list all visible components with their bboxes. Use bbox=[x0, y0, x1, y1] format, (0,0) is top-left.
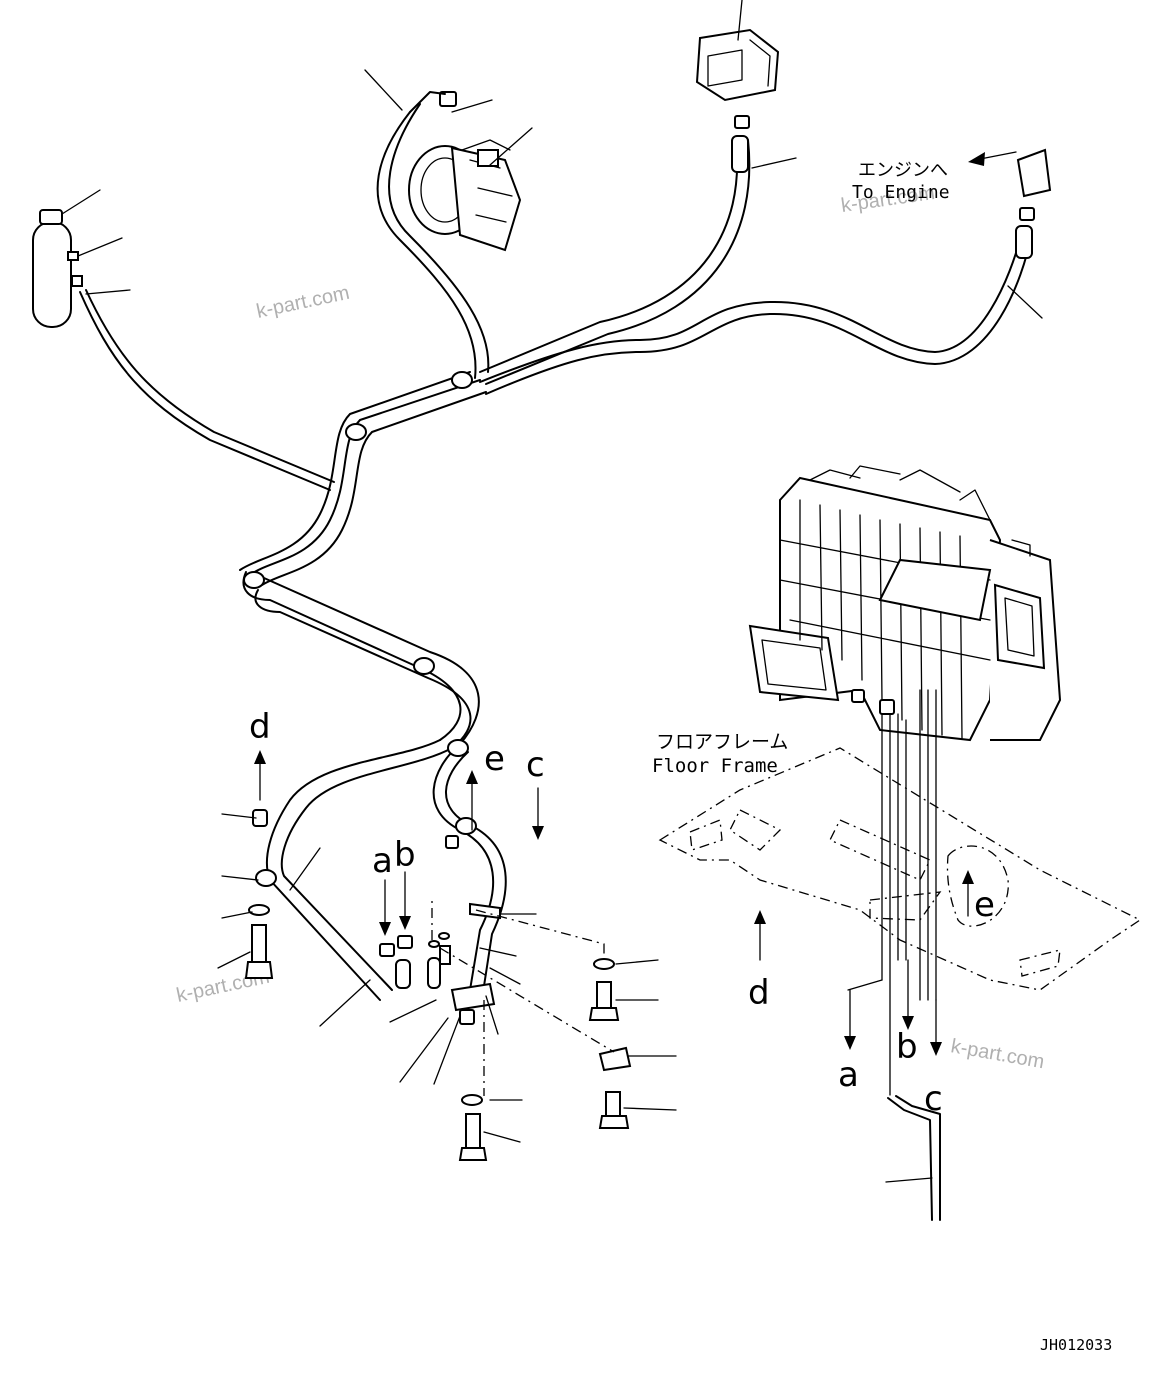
view-letter-c-lower: c bbox=[924, 1079, 943, 1119]
hvac-unit bbox=[748, 465, 1062, 742]
center-line bbox=[431, 900, 615, 1096]
view-arrow-a-lower bbox=[844, 989, 856, 1050]
floor-frame-label-en: Floor Frame bbox=[652, 755, 778, 777]
arrow-head bbox=[968, 152, 985, 166]
leader-line bbox=[217, 813, 677, 1143]
view-letter-e: e bbox=[484, 739, 505, 779]
hose-clamps bbox=[243, 371, 477, 887]
view-arrow-a bbox=[379, 879, 391, 936]
fasteners-right bbox=[588, 958, 632, 1129]
view-letter-b: b bbox=[394, 835, 416, 875]
engine-connector bbox=[1016, 148, 1052, 221]
view-arrow-d-lower bbox=[754, 910, 766, 961]
leader-line bbox=[1007, 285, 1043, 319]
hvac-drops bbox=[847, 689, 941, 1221]
view-arrow-c-lower bbox=[930, 999, 942, 1056]
view-arrow-b bbox=[399, 871, 411, 930]
drawing-code: JH012033 bbox=[1040, 1336, 1112, 1354]
view-arrow-c bbox=[532, 787, 544, 840]
view-arrow-e-lower bbox=[962, 870, 974, 917]
leader-line bbox=[364, 69, 533, 166]
view-letter-e-lower: e bbox=[974, 885, 995, 925]
view-letter-a-lower: a bbox=[838, 1055, 859, 1095]
to-engine-label-en: To Engine bbox=[852, 182, 950, 203]
view-letter-a: a bbox=[372, 841, 393, 881]
view-arrow-b-lower bbox=[902, 959, 914, 1030]
watermark: k-part.com bbox=[254, 282, 351, 323]
watermark: k-part.com bbox=[949, 1035, 1046, 1073]
compressor bbox=[408, 91, 522, 252]
view-letter-c: c bbox=[526, 745, 545, 785]
receiver-drier bbox=[32, 209, 83, 328]
leader-line bbox=[61, 189, 131, 295]
view-letter-b-lower: b bbox=[896, 1027, 918, 1067]
floor-frame-label-jp: フロアフレーム bbox=[656, 731, 788, 753]
view-arrow-e bbox=[466, 770, 478, 831]
view-letter-d: d bbox=[249, 707, 271, 747]
view-letter-d-lower: d bbox=[748, 973, 770, 1013]
to-engine-label-jp: エンジンへ bbox=[858, 160, 948, 181]
view-arrow-d bbox=[254, 750, 266, 801]
leader-line bbox=[737, 0, 797, 169]
floor-frame bbox=[658, 747, 1142, 991]
expansion-valve bbox=[695, 28, 780, 129]
